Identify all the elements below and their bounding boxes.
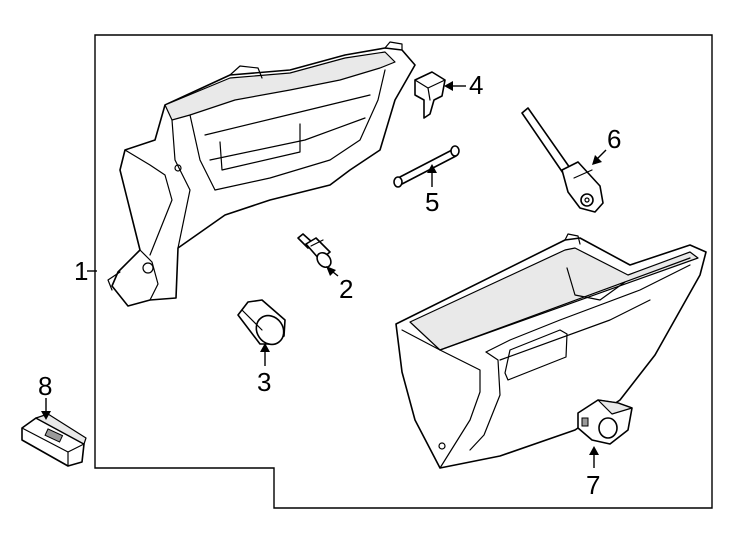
assembly-border: [94, 34, 713, 509]
glove-box-housing-icon[interactable]: [107, 41, 416, 307]
bumper-stop-icon[interactable]: [297, 233, 334, 270]
damper-cap-icon[interactable]: [237, 299, 289, 350]
callout-6: 6: [607, 124, 621, 154]
damper-arm-icon[interactable]: [521, 107, 604, 213]
hinge-pin-icon[interactable]: [393, 145, 460, 188]
latch-striker-icon[interactable]: [414, 71, 446, 119]
lamp-switch-icon[interactable]: [21, 413, 87, 467]
callout-3: 3: [257, 367, 271, 397]
callout-8: 8: [38, 371, 52, 401]
glove-box-door-icon[interactable]: [395, 233, 707, 469]
callout-5: 5: [425, 187, 439, 217]
callout-2: 2: [339, 274, 353, 304]
callout-1: 1: [74, 256, 88, 286]
callout-7: 7: [586, 470, 600, 500]
lock-cylinder-icon[interactable]: [577, 399, 633, 445]
leader-lines: [41, 81, 607, 468]
callout-4: 4: [469, 70, 483, 100]
